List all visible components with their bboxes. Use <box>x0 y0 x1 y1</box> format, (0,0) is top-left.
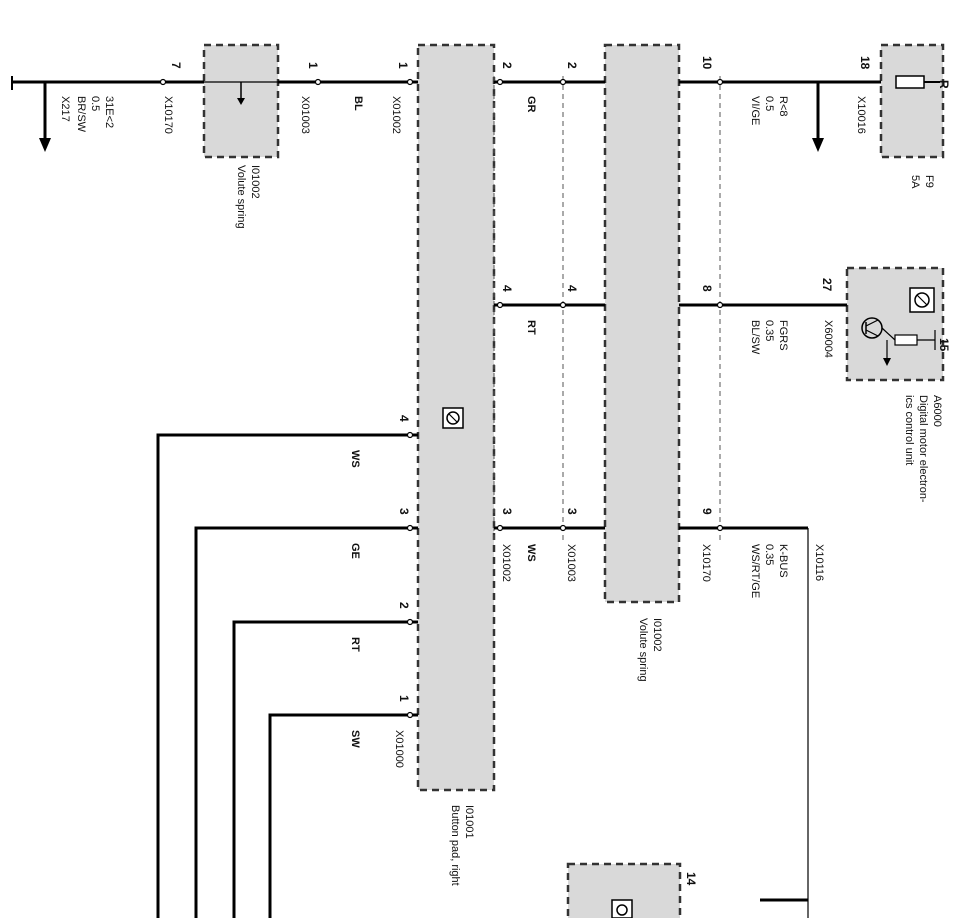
connector-pins <box>159 78 724 719</box>
fuse-terminal: R <box>937 80 951 89</box>
ecu-icon <box>909 287 935 313</box>
pin-label: 3 <box>565 508 579 515</box>
wire-spec: 0.35 <box>763 544 775 565</box>
component-name: Volute spring <box>235 165 247 229</box>
pin-label: 4 <box>565 285 579 292</box>
arrow-down-icon <box>237 82 245 105</box>
wire-spec: 0.35 <box>763 320 775 341</box>
fuse-box[interactable] <box>879 43 945 159</box>
pin-label: 2 <box>565 62 579 69</box>
pin-label: 3 <box>397 508 411 515</box>
wire-spec: R<8 <box>777 96 789 117</box>
wire-color: WS <box>349 450 361 468</box>
dme-box[interactable] <box>845 266 945 382</box>
pin-label: 1 <box>396 62 410 69</box>
wire-color: GR <box>525 96 537 113</box>
component-id: I01001 <box>463 805 475 839</box>
pin-label: 4 <box>397 415 411 422</box>
wire-color: RT <box>349 637 361 652</box>
connector-label: X01002 <box>390 96 402 134</box>
connector-label: X10016 <box>855 96 867 134</box>
pin-label: 14 <box>684 872 698 886</box>
connector-label: X10170 <box>700 544 712 582</box>
pin-label: 1 <box>306 62 320 69</box>
fuse-icon <box>895 75 940 89</box>
wire-spec: 0.5 <box>89 96 101 111</box>
pin-label: 2 <box>500 62 514 69</box>
wire-spec: K-BUS <box>777 544 789 578</box>
pin-label: 18 <box>858 56 872 70</box>
pin-label: 27 <box>820 278 834 292</box>
arrow-down-icon <box>39 82 51 152</box>
connector-label: X10116 <box>813 544 825 581</box>
pin-label: 4 <box>500 285 514 292</box>
pin-label: 2 <box>397 602 411 609</box>
component-id: I01002 <box>249 165 261 199</box>
wire-spec: 31E<2 <box>103 96 115 128</box>
wire-color: SW <box>349 730 361 748</box>
ecu-icon <box>442 407 464 429</box>
arrow-down-icon <box>812 82 824 152</box>
ecu-icon <box>611 899 633 918</box>
component-name: Button pad, right <box>449 805 461 886</box>
wire-spec: 0.5 <box>763 96 775 111</box>
dme-name-1: Digital motor electron- <box>917 395 929 503</box>
wire-ge-low <box>194 526 418 918</box>
wire-color: RT <box>525 320 537 335</box>
connector-label: X01002 <box>500 544 512 582</box>
wire-spec: VI/GE <box>749 96 761 125</box>
transistor-icon <box>861 317 936 366</box>
connector-label: X60004 <box>822 320 834 358</box>
component-id: I01002 <box>651 618 663 652</box>
connector-label: X10170 <box>162 96 174 134</box>
wire-color: BL <box>352 96 364 111</box>
dme-id: A6000 <box>931 395 943 427</box>
wire-spec: BR/SW <box>75 96 87 133</box>
fuse-rating: 5A <box>909 175 921 189</box>
wire-rt-low <box>232 620 418 918</box>
connector-label: X01003 <box>299 96 311 134</box>
pin-label: 3 <box>500 508 514 515</box>
wire-spec: WS/RT/GE <box>749 544 761 598</box>
pin-label: 1 <box>397 695 411 702</box>
wire-spec: FGRS <box>777 320 789 351</box>
wire-spec: BL/SW <box>749 320 761 355</box>
pin-label: 7 <box>169 62 183 69</box>
fuse-id: F9 <box>923 175 935 188</box>
connector-label: X01003 <box>565 544 577 582</box>
wire-sw-low <box>268 713 418 918</box>
dme-terminal: 15 <box>937 338 951 352</box>
wire-color: WS <box>525 544 537 562</box>
dme-name-2: ics control unit <box>903 395 915 465</box>
pin-label: 10 <box>700 56 714 70</box>
wire-color: GE <box>349 543 361 559</box>
wire-ws-low <box>156 433 418 918</box>
connector-label: X217 <box>59 96 71 122</box>
volute-spring-right-box[interactable] <box>603 43 681 604</box>
connector-label: X01000 <box>393 730 405 768</box>
pin-label: 9 <box>700 508 714 515</box>
pin-label: 8 <box>700 285 714 292</box>
component-name: Volute spring <box>637 618 649 682</box>
